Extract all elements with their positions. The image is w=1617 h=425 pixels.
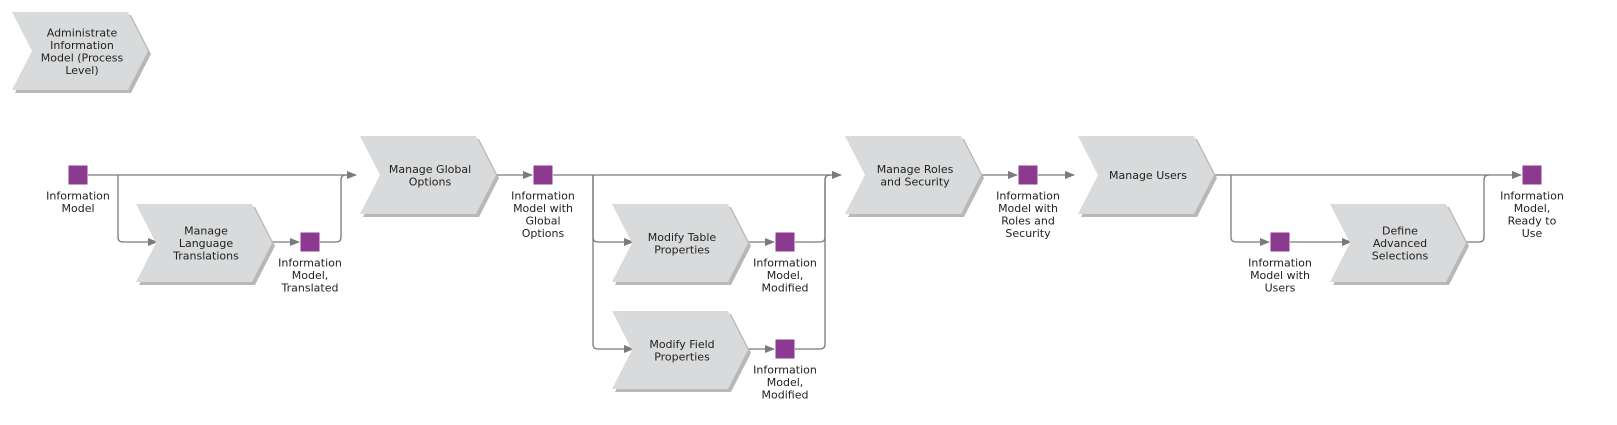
process-label: Administrate: [47, 26, 118, 39]
process-label: Model (Process: [41, 51, 124, 64]
information-object-icon: [775, 339, 795, 359]
process-label: Selections: [1372, 250, 1429, 263]
information-object-label: Model with: [513, 202, 573, 215]
process-label: Properties: [654, 243, 710, 256]
process-label: Advanced: [1373, 237, 1427, 250]
process-label: Manage: [184, 225, 228, 238]
information-object-label: Ready to: [1508, 215, 1557, 228]
process-shape: [1078, 136, 1214, 214]
process-label: Define: [1382, 225, 1418, 238]
information-object-icon: [68, 165, 88, 185]
process-shape: [12, 12, 148, 90]
information-object-label: Security: [1005, 227, 1051, 240]
connector-arrow: [1466, 174, 1490, 243]
information-object-icon: [1018, 165, 1038, 185]
information-object-label: Global: [525, 215, 560, 228]
process-shape: [845, 136, 981, 214]
information-object-label: Modified: [762, 282, 809, 295]
information-object-label: Information: [278, 257, 342, 270]
information-object-label: Translated: [281, 282, 339, 295]
information-object-label: Information: [996, 190, 1060, 203]
information-object-label: Model with: [1250, 269, 1310, 282]
process-label: Information: [50, 39, 114, 52]
process-label: Translations: [172, 250, 239, 263]
process-label: Language: [179, 237, 234, 250]
information-object-label: Model,: [767, 269, 804, 282]
connector-arrow: [117, 175, 158, 246]
process-label: Level): [65, 64, 98, 77]
information-object-label: Use: [1522, 227, 1543, 240]
information-object-icon: [1270, 232, 1290, 252]
process-shape: [612, 204, 748, 282]
information-object-label: Roles and: [1001, 215, 1055, 228]
information-object-label: Information: [511, 190, 575, 203]
process-label: Manage Users: [1109, 169, 1187, 182]
information-object-label: Options: [522, 227, 565, 240]
connector-arrow: [320, 174, 347, 243]
information-object-label: Model: [61, 202, 94, 215]
process-label: Manage Roles: [877, 163, 954, 176]
information-object-label: Information: [1500, 190, 1564, 203]
information-object-label: Information: [46, 190, 110, 203]
connectors: [88, 171, 1522, 353]
information-object-icon: [1522, 165, 1542, 185]
information-object-icon: [533, 165, 553, 185]
information-object-label: Model,: [1514, 202, 1551, 215]
information-object-label: Model,: [767, 376, 804, 389]
process-label: Modify Table: [648, 231, 717, 244]
process-label: Manage Global: [389, 163, 471, 176]
information-object-icon: [775, 232, 795, 252]
process-shape: [1330, 204, 1466, 282]
information-object-label: Information: [753, 257, 817, 270]
information-object-label: Information: [1248, 257, 1312, 270]
information-object-label: Modified: [762, 389, 809, 402]
process-shape: [136, 204, 272, 282]
information-object-label: Information: [753, 364, 817, 377]
connector-arrow: [795, 174, 831, 350]
information-object-label: Model with: [998, 202, 1058, 215]
process-label: and Security: [880, 175, 950, 188]
process-step-p6[interactable]: Manage Users: [1078, 136, 1217, 217]
connector-arrow: [1230, 175, 1270, 246]
information-object-icon: [300, 232, 320, 252]
connector-arrow: [592, 175, 634, 353]
process-label: Modify Field: [649, 338, 714, 351]
information-object-label: Model,: [292, 269, 329, 282]
process-label: Options: [409, 175, 452, 188]
process-label: Properties: [654, 350, 710, 363]
process-shape: [360, 136, 496, 214]
process-shape: [612, 311, 748, 389]
information-object-label: Users: [1265, 282, 1296, 295]
